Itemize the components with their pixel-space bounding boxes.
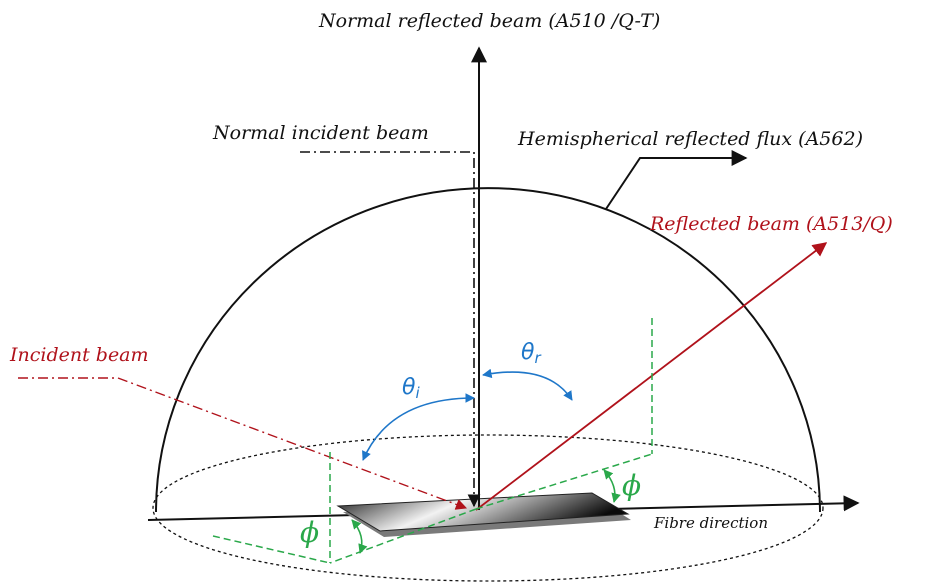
fibre-direction-label: Fibre direction <box>653 514 768 532</box>
incident-beam-label: Incident beam <box>9 344 149 366</box>
theta-i-arc <box>362 393 475 461</box>
phi-label-right: ϕ <box>622 469 641 502</box>
base-ellipse <box>152 434 824 582</box>
phi-label-left: ϕ <box>300 516 319 549</box>
normal-incident-beam-label: Normal incident beam <box>212 122 429 144</box>
normal-incident-beam-line <box>300 151 481 508</box>
phi-arc-right <box>603 469 621 503</box>
theta-i-label: θi <box>402 375 420 402</box>
hemispherical-flux-label: Hemispherical reflected flux (A562) <box>517 128 863 150</box>
phi-arc-left <box>351 519 368 554</box>
projection-lines <box>212 318 653 564</box>
normal-reflected-beam-label: Normal reflected beam (A510 /Q-T) <box>318 10 660 32</box>
incident-beam-line <box>18 377 468 510</box>
hemisphere-outline <box>155 187 821 513</box>
hemispherical-flux-pointer <box>605 150 748 210</box>
theta-r-arc <box>482 368 573 401</box>
reflected-beam-label: Reflected beam (A513/Q) <box>649 213 893 235</box>
theta-r-label: θr <box>521 340 541 367</box>
reflected-beam-line <box>475 242 828 511</box>
